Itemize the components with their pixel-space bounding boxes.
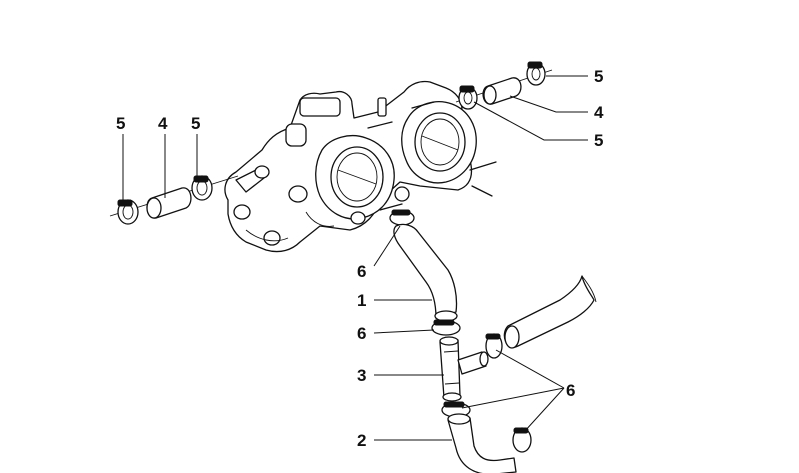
callout-5-left-inner: 5 — [191, 114, 200, 133]
callout-3: 3 — [357, 366, 366, 385]
t-piece-3 — [439, 336, 489, 402]
mounting-studs — [367, 101, 497, 211]
hose-clamp-bottom — [512, 427, 532, 453]
hose-clamp-lower — [441, 401, 471, 418]
callout-5-top-outer: 5 — [594, 67, 603, 86]
hose-clamp-right-upper — [485, 333, 503, 359]
callout-1: 1 — [357, 291, 366, 310]
callout-6-right: 6 — [566, 381, 575, 400]
hose-right — [503, 275, 597, 349]
callout-5-left-outer: 5 — [116, 114, 125, 133]
top-right-hose-set — [455, 61, 553, 110]
callout-6-mid: 6 — [357, 324, 366, 343]
callout-labels: 5 4 5 5 4 5 6 1 6 3 2 6 — [116, 67, 604, 450]
leader-lines — [122, 75, 588, 441]
hose-1 — [393, 223, 458, 322]
hose-clamp-top-outer — [526, 61, 546, 86]
hose-left — [146, 187, 192, 219]
hose-2 — [447, 413, 517, 473]
callout-2: 2 — [357, 431, 366, 450]
hose-clamp-top-inner — [458, 85, 478, 110]
callout-6-upper: 6 — [357, 262, 366, 281]
throttle-body-assembly — [224, 80, 497, 253]
hose-top-right — [482, 77, 522, 105]
callout-5-top-inner: 5 — [594, 131, 603, 150]
callout-4-top: 4 — [594, 103, 604, 122]
hose-clamp-upper — [389, 209, 415, 226]
callout-4-left: 4 — [158, 114, 168, 133]
hose-clamp-left-inner — [191, 175, 213, 201]
hose-clamp-mid — [431, 319, 461, 336]
hose-clamp-left-outer — [117, 199, 139, 225]
lower-hose-assembly — [389, 209, 597, 473]
left-hose-set — [109, 175, 239, 225]
